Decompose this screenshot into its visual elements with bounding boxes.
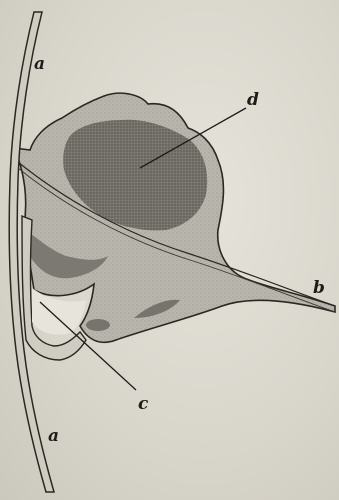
label-d: d <box>247 92 259 109</box>
lower-small-patch-1 <box>86 319 110 331</box>
label-a-bottom: a <box>48 428 59 445</box>
label-a-top: a <box>34 56 45 73</box>
label-b: b <box>313 280 325 297</box>
label-c: c <box>138 396 148 413</box>
